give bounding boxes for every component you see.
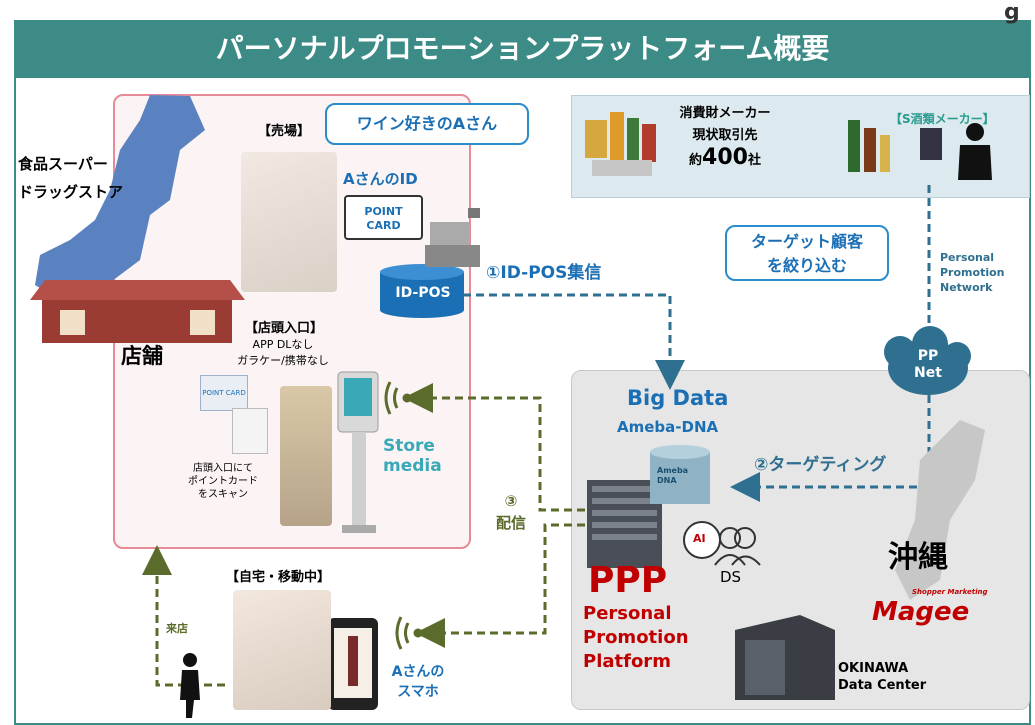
phone-label: Aさんの スマホ xyxy=(386,662,450,702)
scan-line3: をスキャン xyxy=(198,489,248,500)
store-category-line2: ドラッグストア xyxy=(18,183,124,201)
scan-line2: ポイントカード xyxy=(188,476,258,487)
idpos-label: ID-POS xyxy=(395,285,451,301)
store-media-logo: Store media xyxy=(383,436,442,476)
pp-net-line1: PP xyxy=(917,348,939,364)
store-building-icon xyxy=(30,280,245,343)
ameba-dna-label: Ameba-DNA xyxy=(617,418,719,436)
point-card-line1: POINT xyxy=(364,205,403,218)
maker-info: 消費財メーカー 現状取引先 約400社 xyxy=(670,103,780,172)
visit-label: 来店 xyxy=(166,622,188,635)
point-card-line2: CARD xyxy=(366,219,401,232)
delivery-text: 配信 xyxy=(496,514,527,532)
pp-net-label: PP Net xyxy=(898,348,958,382)
shopper-photo xyxy=(241,152,337,292)
corner-mark: g xyxy=(1004,0,1020,25)
ppp-fullname: Personal Promotion Platform xyxy=(583,602,689,674)
ppp-label: PPP xyxy=(588,560,668,601)
entrance-notes: APP DLなし ガラケー/携帯なし xyxy=(218,337,348,369)
dc-line1: OKINAWA xyxy=(838,661,909,676)
okinawa-label: 沖縄 xyxy=(888,540,948,575)
japan-map-icon xyxy=(35,95,205,300)
entrance-line2: ガラケー/携帯なし xyxy=(237,354,329,367)
kiosk-icon xyxy=(337,371,379,533)
ameba-icon-line1: Ameba xyxy=(657,466,689,475)
dc-line2: Data Center xyxy=(838,678,927,693)
network-line3: Network xyxy=(940,281,993,294)
home-title: 【自宅・移動中】 xyxy=(226,570,331,585)
ppp-line3: Platform xyxy=(583,651,671,672)
point-card: POINT CARD xyxy=(344,195,423,240)
network-label: Personal Promotion Network xyxy=(940,250,1004,295)
network-line1: Personal xyxy=(940,251,995,264)
ppp-line1: Personal xyxy=(583,603,672,624)
maker-line3-suffix: 社 xyxy=(747,153,761,168)
ameba-dna-icon xyxy=(650,445,710,504)
delivery-label: ③ 配信 xyxy=(496,490,526,534)
woman-phone-photo xyxy=(233,590,331,710)
pp-net-line2: Net xyxy=(914,365,942,381)
walking-person-icon xyxy=(180,653,200,718)
entrance-line1: APP DLなし xyxy=(252,338,314,351)
phone-line1: Aさんの xyxy=(391,664,445,680)
phone-line2: スマホ xyxy=(397,684,439,700)
targeting-label: ②ターゲティング xyxy=(754,455,887,475)
page-title: パーソナルプロモーションプラットフォーム概要 xyxy=(14,20,1031,78)
store-label: 店舗 xyxy=(121,344,163,368)
cloud-icon xyxy=(884,326,971,395)
maker-count: 400 xyxy=(702,145,748,170)
ppp-line2: Promotion xyxy=(583,627,689,648)
ds-label: DS xyxy=(720,568,742,586)
network-line2: Promotion xyxy=(940,266,1005,279)
idpos-collect-label: ①ID-POS集信 xyxy=(486,263,602,283)
target-customer-callout: ターゲット顧客 を絞り込む xyxy=(725,225,889,281)
ai-head-icon xyxy=(683,521,721,559)
ameba-icon-label: Ameba DNA xyxy=(657,466,688,486)
products-icon xyxy=(585,112,656,176)
ameba-icon-line2: DNA xyxy=(657,476,677,485)
office-worker-icon xyxy=(920,123,992,180)
wine-lover-callout: ワイン好きのAさん xyxy=(325,103,529,145)
signal-icon xyxy=(384,381,423,650)
magee-tagline: Shopper Marketing xyxy=(912,588,988,596)
maker-line3: 約400社 xyxy=(670,147,780,172)
s-maker-label: 【S酒類メーカー】 xyxy=(890,112,995,126)
smartphone-icon xyxy=(328,618,378,710)
store-media-line2: media xyxy=(383,456,442,476)
target-callout-line1: ターゲット顧客 xyxy=(750,232,863,251)
maker-line3-prefix: 約 xyxy=(689,153,703,168)
people-icon xyxy=(714,527,761,566)
okinawa-island-icon xyxy=(895,420,985,600)
entrance-title: 【店頭入口】 xyxy=(245,321,324,336)
data-center-label: OKINAWA Data Center xyxy=(838,660,926,694)
database-icon xyxy=(380,264,464,318)
customer-photo xyxy=(280,386,332,526)
bigdata-label: Big Data xyxy=(627,386,729,410)
maker-line2: 現状取引先 xyxy=(692,128,758,143)
target-callout-line2: を絞り込む xyxy=(766,256,847,275)
bottles-icon xyxy=(848,120,890,172)
maker-line1: 消費財メーカー xyxy=(679,106,771,121)
server-icon xyxy=(587,480,662,568)
delivery-num: ③ xyxy=(504,492,518,510)
scan-notes: 店頭入口にて ポイントカード をスキャン xyxy=(168,462,278,501)
scan-line1: 店頭入口にて xyxy=(193,463,253,474)
sales-floor-label: 【売場】 xyxy=(258,124,311,139)
register-icon xyxy=(425,208,480,267)
store-category-line1: 食品スーパー xyxy=(18,155,108,173)
store-media-line1: Store xyxy=(383,436,435,456)
receipt-icon xyxy=(232,408,268,454)
customer-id-label: AさんのID xyxy=(343,170,418,188)
magee-logo: Magee xyxy=(872,597,970,627)
small-point-card: POINT CARD xyxy=(200,375,248,411)
data-center-building-icon xyxy=(735,615,835,700)
ai-label: AI xyxy=(693,532,706,545)
store-category: 食品スーパー ドラッグストア xyxy=(18,150,123,206)
